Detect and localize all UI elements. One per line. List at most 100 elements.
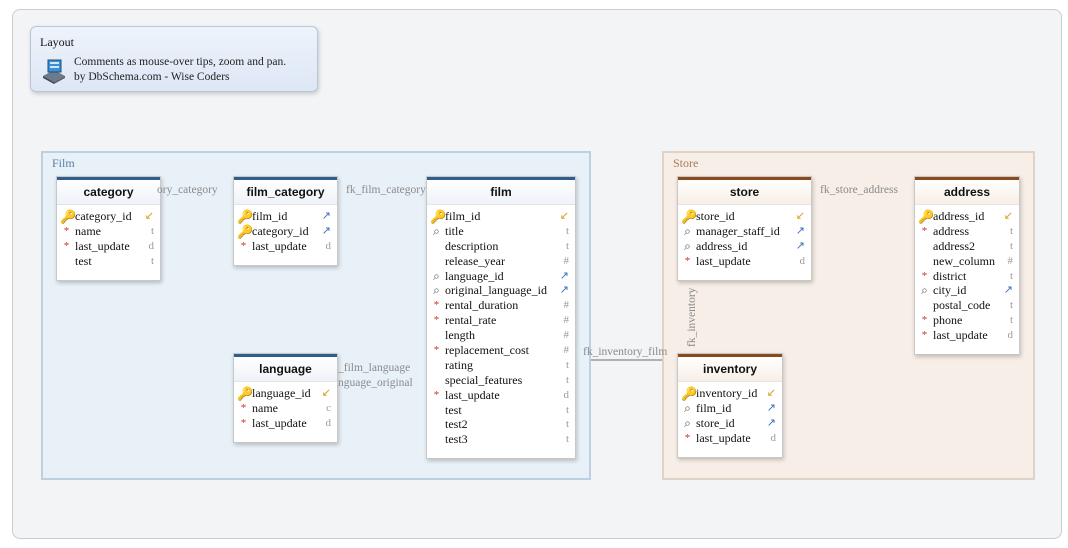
table-store[interactable]: store 🔑store_id↙⌕manager_staff_id↗⌕addre…	[677, 176, 812, 281]
index-icon: ⌕	[684, 415, 691, 430]
column-type-indicator: t	[1009, 299, 1013, 312]
layout-note[interactable]: Layout Comments as mouse-over tips, zoom…	[30, 26, 318, 92]
table-inventory-header[interactable]: inventory	[678, 354, 782, 382]
layout-note-line2: by DbSchema.com - Wise Coders	[74, 71, 230, 83]
table-address-header[interactable]: address	[915, 177, 1019, 205]
column-name: manager_staff_id	[696, 223, 780, 238]
column-address-id[interactable]: ⌕address_id↗	[678, 239, 811, 254]
table-film-category-header[interactable]: film_category	[234, 177, 337, 205]
fk-arrow-icon: ↗	[766, 416, 776, 429]
column-category-id[interactable]: 🔑category_id↙	[57, 209, 160, 224]
rel-label-fk-inventory-store[interactable]: fk_inventory	[686, 287, 698, 347]
column-name: film_id	[252, 209, 288, 223]
column-address-id[interactable]: 🔑address_id↙	[915, 209, 1019, 224]
column-inventory-id[interactable]: 🔑inventory_id↙	[678, 386, 782, 401]
required-marker-icon: *	[240, 401, 247, 414]
rel-label-fk-film-language-original[interactable]: nguage_original	[338, 377, 413, 389]
table-category-header[interactable]: category	[57, 177, 160, 205]
primary-key-icon: 🔑	[237, 386, 254, 401]
pk-arrow-icon: ↙	[795, 210, 805, 222]
column-rental-rate[interactable]: *rental_rate#	[427, 313, 575, 328]
rel-label-fk-store-address[interactable]: fk_store_address	[820, 184, 898, 196]
column-name: last_update	[696, 430, 751, 445]
column-type-indicator: t	[1009, 314, 1013, 327]
blank-icon	[60, 255, 73, 268]
rel-label-film-category-category[interactable]: ory_category	[157, 184, 218, 196]
column-original-language-id[interactable]: ⌕original_language_id↗	[427, 283, 575, 298]
column-type-indicator: d	[770, 431, 777, 444]
rel-label-fk-inventory-film[interactable]: fk_inventory_film	[583, 346, 668, 358]
column-rental-duration[interactable]: *rental_duration#	[427, 298, 575, 313]
primary-key-icon: 🔑	[430, 209, 447, 224]
column-type-indicator: #	[1007, 254, 1014, 267]
column-type-indicator: t	[565, 373, 569, 386]
column-language-id[interactable]: 🔑language_id↙	[234, 386, 337, 401]
blank-icon	[430, 359, 443, 372]
table-film-header[interactable]: film	[427, 177, 575, 205]
column-name: category_id	[75, 209, 132, 223]
column-type-indicator: #	[563, 254, 570, 267]
column-film-id[interactable]: 🔑film_id↙	[427, 209, 575, 224]
column-new-column[interactable]: new_column#	[915, 254, 1019, 269]
column-special-features[interactable]: special_features t	[427, 373, 575, 388]
column-release-year[interactable]: release_year#	[427, 254, 575, 269]
column-replacement-cost[interactable]: *replacement_cost#	[427, 343, 575, 358]
column-length[interactable]: length#	[427, 328, 575, 343]
column-city-id[interactable]: ⌕city_id↗	[915, 283, 1019, 298]
table-language-header[interactable]: language	[234, 354, 337, 382]
column-film-id[interactable]: ⌕film_id↗	[678, 401, 782, 416]
column-name: store_id	[696, 209, 735, 223]
index-icon: ⌕	[433, 223, 440, 238]
column-name: test3	[445, 432, 468, 447]
rel-label-fk-film-category[interactable]: fk_film_category	[346, 184, 426, 196]
table-inventory[interactable]: inventory 🔑inventory_id↙⌕film_id↗⌕store_…	[677, 353, 783, 458]
column-name: test	[445, 402, 462, 417]
column-type-indicator: t	[1009, 239, 1013, 252]
column-name: test2	[445, 417, 468, 432]
pk-arrow-icon: ↙	[144, 210, 154, 222]
column-name: replacement_cost	[445, 343, 529, 358]
required-marker-icon: *	[684, 254, 691, 267]
column-name: inventory_id	[696, 386, 758, 400]
rel-label-fk-film-language[interactable]: _film_language	[338, 362, 411, 374]
table-film-category[interactable]: film_category 🔑film_id↗🔑category_id↗*las…	[233, 176, 338, 266]
pk-arrow-icon: ↙	[766, 387, 776, 399]
primary-key-icon: 🔑	[237, 209, 254, 224]
table-store-header[interactable]: store	[678, 177, 811, 205]
column-language-id[interactable]: ⌕language_id↗	[427, 269, 575, 284]
blank-icon	[430, 374, 443, 387]
column-name: special_features	[445, 372, 523, 387]
column-store-id[interactable]: ⌕store_id↗	[678, 416, 782, 431]
fk-arrow-icon: ↗	[559, 284, 569, 297]
column-store-id[interactable]: 🔑store_id↙	[678, 209, 811, 224]
column-category-id[interactable]: 🔑category_id↗	[234, 224, 337, 239]
column-manager-staff-id[interactable]: ⌕manager_staff_id↗	[678, 224, 811, 239]
column-name: address	[933, 223, 969, 238]
column-film-id[interactable]: 🔑film_id↗	[234, 209, 337, 224]
